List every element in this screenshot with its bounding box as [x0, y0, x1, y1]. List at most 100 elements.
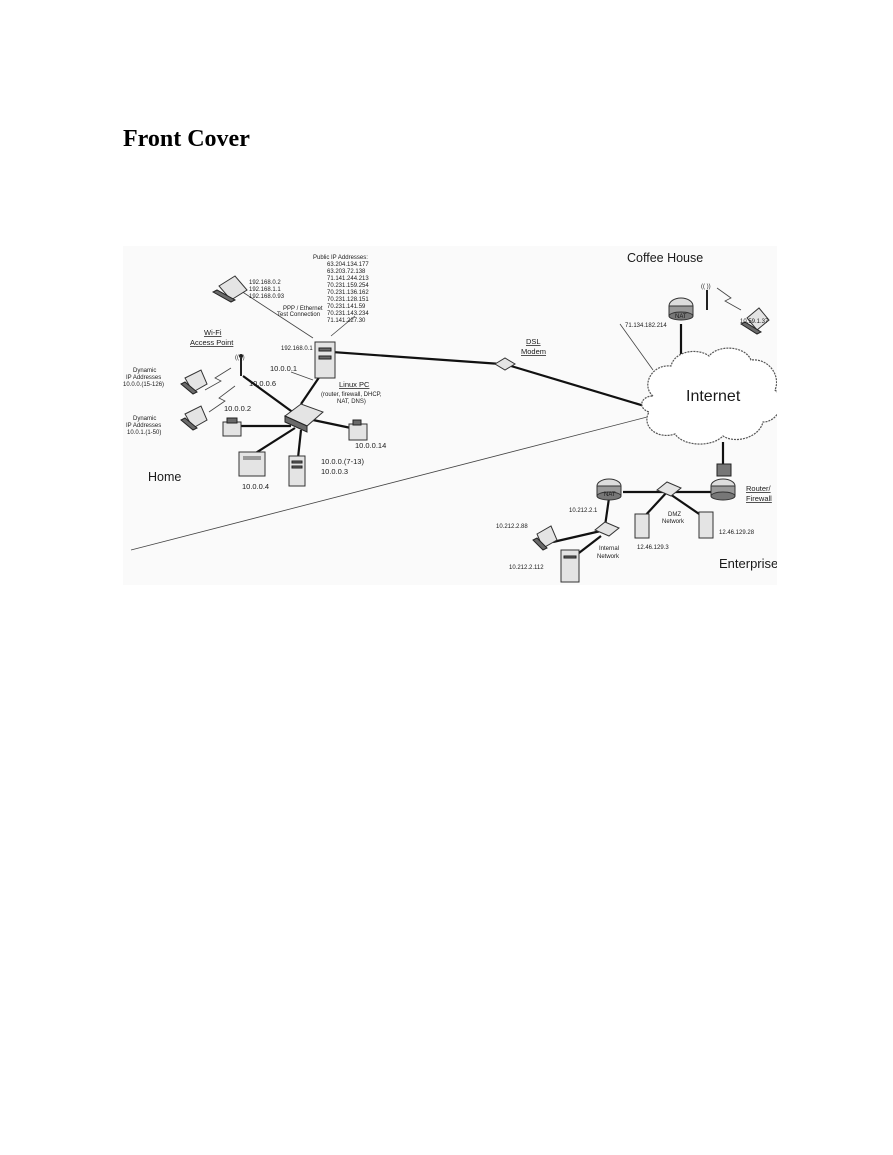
dynamic-1-line1: Dynamic: [133, 368, 156, 374]
network-diagram: Internet (( )): [123, 246, 777, 585]
laptop-icon: [739, 307, 770, 335]
wifi-label-line1: Wi-Fi: [204, 328, 222, 337]
ppp-label-line2: Test Connection: [277, 312, 320, 318]
public-ip-item: 70.231.141.59: [327, 304, 366, 310]
link-switch-fax: [312, 418, 352, 430]
linux-pc-ip: 192.168.0.1: [281, 346, 313, 352]
public-ip-list: Public IP Addresses: 63.204.134.177 63.2…: [313, 255, 369, 324]
dynamic-1-line2: IP Addresses: [126, 375, 161, 381]
wireless-signal-icon: [208, 385, 236, 413]
wifi-access-point-icon: (( )): [235, 354, 245, 376]
dmz-ip-2: 12.46.129.28: [719, 530, 755, 536]
ip-server: 10.0.0.3: [321, 467, 348, 476]
svg-text:(( )): (( )): [701, 284, 711, 290]
public-ip-heading: Public IP Addresses:: [313, 255, 368, 261]
printer-icon: [238, 451, 266, 477]
link-switch-server: [296, 429, 303, 459]
public-ip-item: 63.204.134.177: [327, 262, 369, 268]
wireless-signal-icon: [716, 287, 742, 311]
ip-10002: 10.0.0.2: [224, 404, 251, 413]
dynamic-1-line3: 10.0.0.(15-126): [123, 382, 164, 388]
wifi-access-point-icon: (( )): [701, 284, 711, 310]
nat-router-icon: [596, 478, 622, 501]
linux-pc-icon: [314, 341, 336, 379]
pointer-public-ip: [330, 315, 356, 337]
home-boundary-line: [130, 415, 652, 551]
coffee-boundary-line: [619, 323, 654, 371]
link-pc-switch: [300, 375, 321, 405]
dynamic-2-line1: Dynamic: [133, 416, 156, 422]
public-ip-item: 70.231.159.254: [327, 283, 369, 289]
region-internet-label: Internet: [686, 388, 741, 405]
laptop-icon: [180, 369, 208, 395]
network-diagram-svg: Internet (( )): [123, 251, 777, 583]
linux-pc-title: Linux PC: [339, 380, 370, 389]
server-icon: [634, 513, 650, 539]
internal-label-2: Network: [597, 554, 620, 560]
laptop-icon: [532, 525, 558, 551]
link-nat-internal: [603, 497, 611, 527]
link-internal-laptop: [552, 528, 606, 544]
ip-10006: 10.0.0.6: [249, 379, 276, 388]
ip-10001: 10.0.0.1: [270, 364, 297, 373]
server-icon: [288, 455, 306, 487]
link-switch-ap: [242, 375, 299, 417]
server-icon: [560, 549, 580, 583]
enterprise-nat-ip: 10.212.2.1: [569, 508, 598, 514]
dynamic-2-line3: 10.0.1.(1-50): [127, 430, 161, 436]
enterprise-nat-label: NAT: [604, 492, 616, 498]
router-firewall-label-2: Firewall: [746, 494, 772, 503]
link-switch-printer2: [250, 427, 296, 457]
coffee-laptop-ip: 10.59.1.37: [740, 319, 769, 325]
router-firewall-icon: [710, 478, 736, 501]
dsl-label-line2: Modem: [521, 347, 546, 356]
dsl-modem-icon: [494, 357, 516, 371]
linux-pc-desc-2: NAT, DNS): [337, 399, 366, 405]
ip-100014: 10.0.0.14: [355, 441, 386, 450]
public-ip-item: 63.203.72.138: [327, 269, 366, 275]
internal-label-1: Internal: [599, 546, 619, 552]
laptop-ip-3: 192.168.0.93: [249, 294, 285, 300]
coffee-nat-ip: 71.134.182.214: [625, 323, 667, 329]
laptop-icon: [211, 275, 248, 303]
ppp-label-line1: PPP / Ethernet: [283, 306, 323, 312]
svg-text:(( )): (( )): [235, 355, 245, 361]
page-heading: Front Cover: [123, 126, 250, 152]
dmz-label-1: DMZ: [668, 512, 681, 518]
internal-switch-icon: [594, 521, 620, 537]
laptop-ip-2: 192.168.1.1: [249, 287, 281, 293]
ip-server-range: 10.0.0.(7-13): [321, 457, 364, 466]
public-ip-item: 70.231.136.162: [327, 290, 369, 296]
region-coffee-house-label: Coffee House: [627, 251, 703, 265]
coffee-nat-label: NAT: [675, 314, 687, 320]
link-laptop-pc: [240, 290, 314, 339]
region-home-label: Home: [148, 470, 181, 484]
dynamic-2-line2: IP Addresses: [126, 423, 161, 429]
internet-cloud-icon: [641, 347, 777, 445]
laptop-icon: [180, 405, 208, 431]
wifi-label-line2: Access Point: [190, 338, 234, 347]
server-icon: [698, 511, 714, 539]
wireless-signal-icon: [204, 367, 232, 391]
dmz-switch-icon: [656, 481, 682, 497]
router-firewall-label-1: Router/: [746, 484, 772, 493]
public-ip-item: 70.231.128.151: [327, 297, 369, 303]
public-ip-item: 71.141.244.213: [327, 276, 369, 282]
fax-machine-icon: [348, 419, 368, 441]
dsl-label-line1: DSL: [526, 337, 541, 346]
region-enterprise-label: Enterprise: [719, 556, 777, 571]
dmz-label-2: Network: [662, 519, 685, 525]
public-ip-item: 70.231.143.234: [327, 311, 369, 317]
ip-10004: 10.0.0.4: [242, 482, 269, 491]
nat-router-icon: [668, 297, 694, 321]
link-dsl-internet: [510, 364, 652, 410]
linux-pc-desc-1: (router, firewall, DHCP,: [321, 392, 382, 398]
enterprise-laptop-ip: 10.212.2.88: [496, 524, 528, 530]
printer-icon: [222, 417, 242, 437]
public-ip-item: 71.141.227.30: [327, 318, 366, 324]
firewall-icon: [716, 463, 732, 477]
dmz-ip-1: 12.46.129.3: [637, 545, 669, 551]
enterprise-server-ip: 10.212.2.112: [509, 565, 544, 571]
laptop-ip-1: 192.168.0.2: [249, 280, 281, 286]
link-pc-dsl: [317, 349, 502, 366]
